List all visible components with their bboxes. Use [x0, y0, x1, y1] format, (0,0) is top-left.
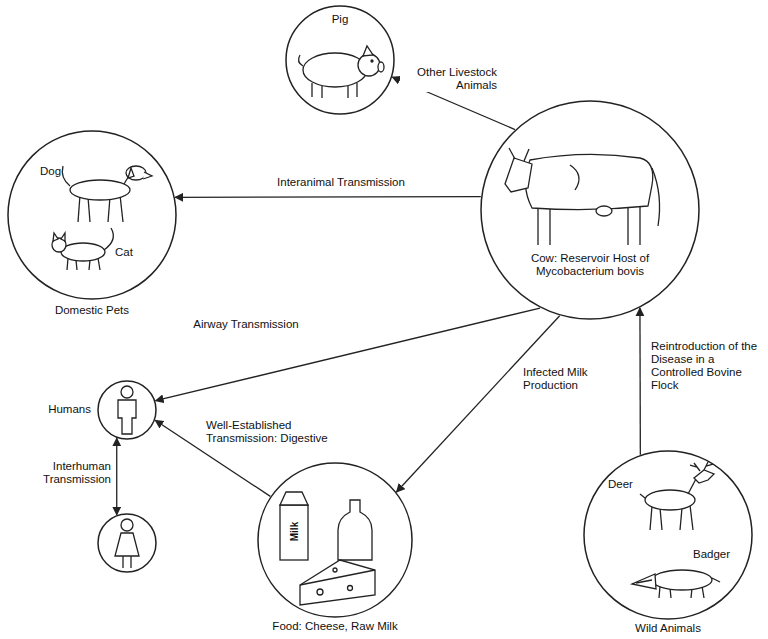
circle-outline: [583, 450, 753, 620]
circle-border: [258, 463, 412, 617]
circle-border: [98, 514, 156, 572]
transmission-arrow: [175, 196, 481, 198]
circle-outline: [257, 462, 413, 618]
node-label: Pig: [320, 13, 360, 26]
circle-border: [584, 451, 752, 619]
edge-label: Interhuman Transmission: [26, 460, 112, 486]
transmission-arrow: [156, 308, 541, 401]
transmission-arrow: [116, 438, 117, 515]
edge-label: Well-Established Transmission: Digestive: [205, 419, 347, 445]
cat-drawing: [52, 228, 113, 270]
node-label: Cat: [115, 246, 147, 259]
node-circle: [97, 513, 157, 573]
badger-drawing: [632, 570, 720, 598]
woman-drawing: [115, 519, 139, 568]
circle-outline: [480, 100, 700, 320]
edge-label: Other Livestock Animals: [400, 66, 498, 92]
node-label: Dog: [40, 165, 72, 178]
node-label: Milk: [288, 511, 301, 553]
circle-outline: [97, 513, 157, 573]
node-label: Badger: [693, 548, 739, 561]
node-label: Cow: Reservoir Host of Mycobacterium bov…: [515, 252, 665, 278]
node-circle: Pig: [285, 5, 395, 115]
edge-label: Infected Milk Production: [522, 366, 606, 392]
circle-border: [98, 381, 156, 439]
circle-outline: [97, 380, 157, 440]
cow-drawing: [505, 148, 660, 245]
node-circle: DogCatDomestic Pets: [7, 130, 177, 300]
circle-border: [481, 101, 699, 319]
node-label: Humans: [25, 403, 91, 416]
node-label: Food: Cheese, Raw Milk: [235, 620, 435, 633]
edge-label: Reintroduction of the Disease in a Contr…: [650, 340, 760, 392]
pig-drawing: [299, 46, 384, 98]
node-label: Deer: [608, 478, 646, 491]
edge-label: Airway Transmission: [180, 318, 312, 331]
circle-border: [8, 131, 176, 299]
node-label: Wild Animals: [603, 622, 733, 635]
node-label: Domestic Pets: [27, 304, 157, 317]
node-circle: Humans: [97, 380, 157, 440]
node-circle: DeerBadgerWild Animals: [583, 450, 753, 620]
node-circle: Cow: Reservoir Host of Mycobacterium bov…: [480, 100, 700, 320]
circle-outline: [7, 130, 177, 300]
man-drawing: [118, 386, 136, 434]
circle-border: [286, 6, 394, 114]
node-circle: MilkFood: Cheese, Raw Milk: [257, 462, 413, 618]
dog-drawing: [62, 166, 152, 222]
transmission-arrow: [396, 316, 559, 492]
edge-label: Interanimal Transmission: [255, 176, 427, 189]
transmission-arrow: [639, 308, 641, 455]
deer-drawing: [640, 462, 714, 530]
food-drawing: [280, 492, 375, 605]
